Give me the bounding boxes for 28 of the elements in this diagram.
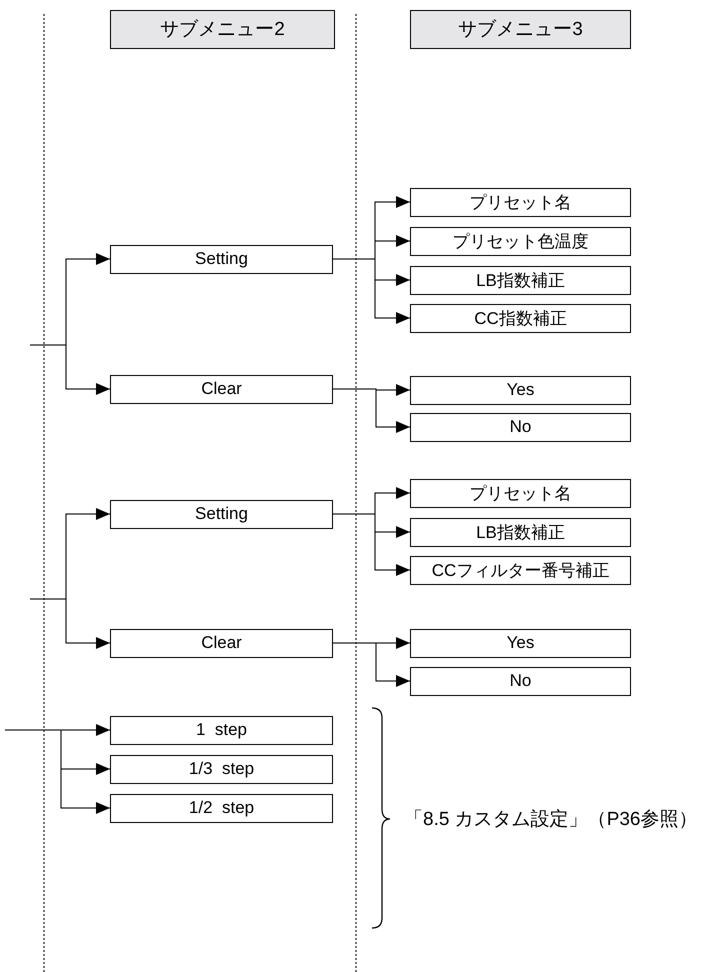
arrow (30, 598, 110, 649)
arrow (332, 388, 410, 433)
menu-item-box: 1/2 step (110, 794, 333, 822)
menu-item-box: CCフィルター番号補正 (410, 556, 631, 584)
menu-item-box: No (410, 412, 631, 442)
menu-item-box: Clear (110, 628, 333, 658)
menu-item-box: 1/3 step (110, 754, 333, 784)
menu-item-box: No (410, 666, 631, 696)
arrow (4, 730, 110, 814)
menu-item-box: Clear (110, 374, 333, 404)
menu-item-box: Setting (110, 500, 333, 528)
menu-item-box: プリセット色温度 (410, 226, 631, 256)
menu-item-box: LB指数補正 (410, 266, 631, 294)
column-header: サブメニュー2 (110, 10, 335, 48)
menu-item-box: CC指数補正 (410, 304, 631, 332)
menu-item-box: 1 step (110, 716, 333, 744)
reference-note: 「8.5 カスタム設定」（P36参照） (404, 808, 698, 832)
column-header: サブメニュー3 (410, 10, 631, 48)
menu-item-box: プリセット名 (410, 478, 631, 508)
menu-item-box: プリセット名 (410, 188, 631, 216)
arrow (332, 642, 410, 687)
menu-item-box: Setting (110, 244, 333, 274)
menu-item-box: Yes (410, 376, 631, 404)
arrow (332, 258, 410, 324)
arrow (332, 514, 410, 576)
arrow (30, 344, 110, 395)
menu-item-box: Yes (410, 628, 631, 658)
menu-item-box: LB指数補正 (410, 518, 631, 546)
